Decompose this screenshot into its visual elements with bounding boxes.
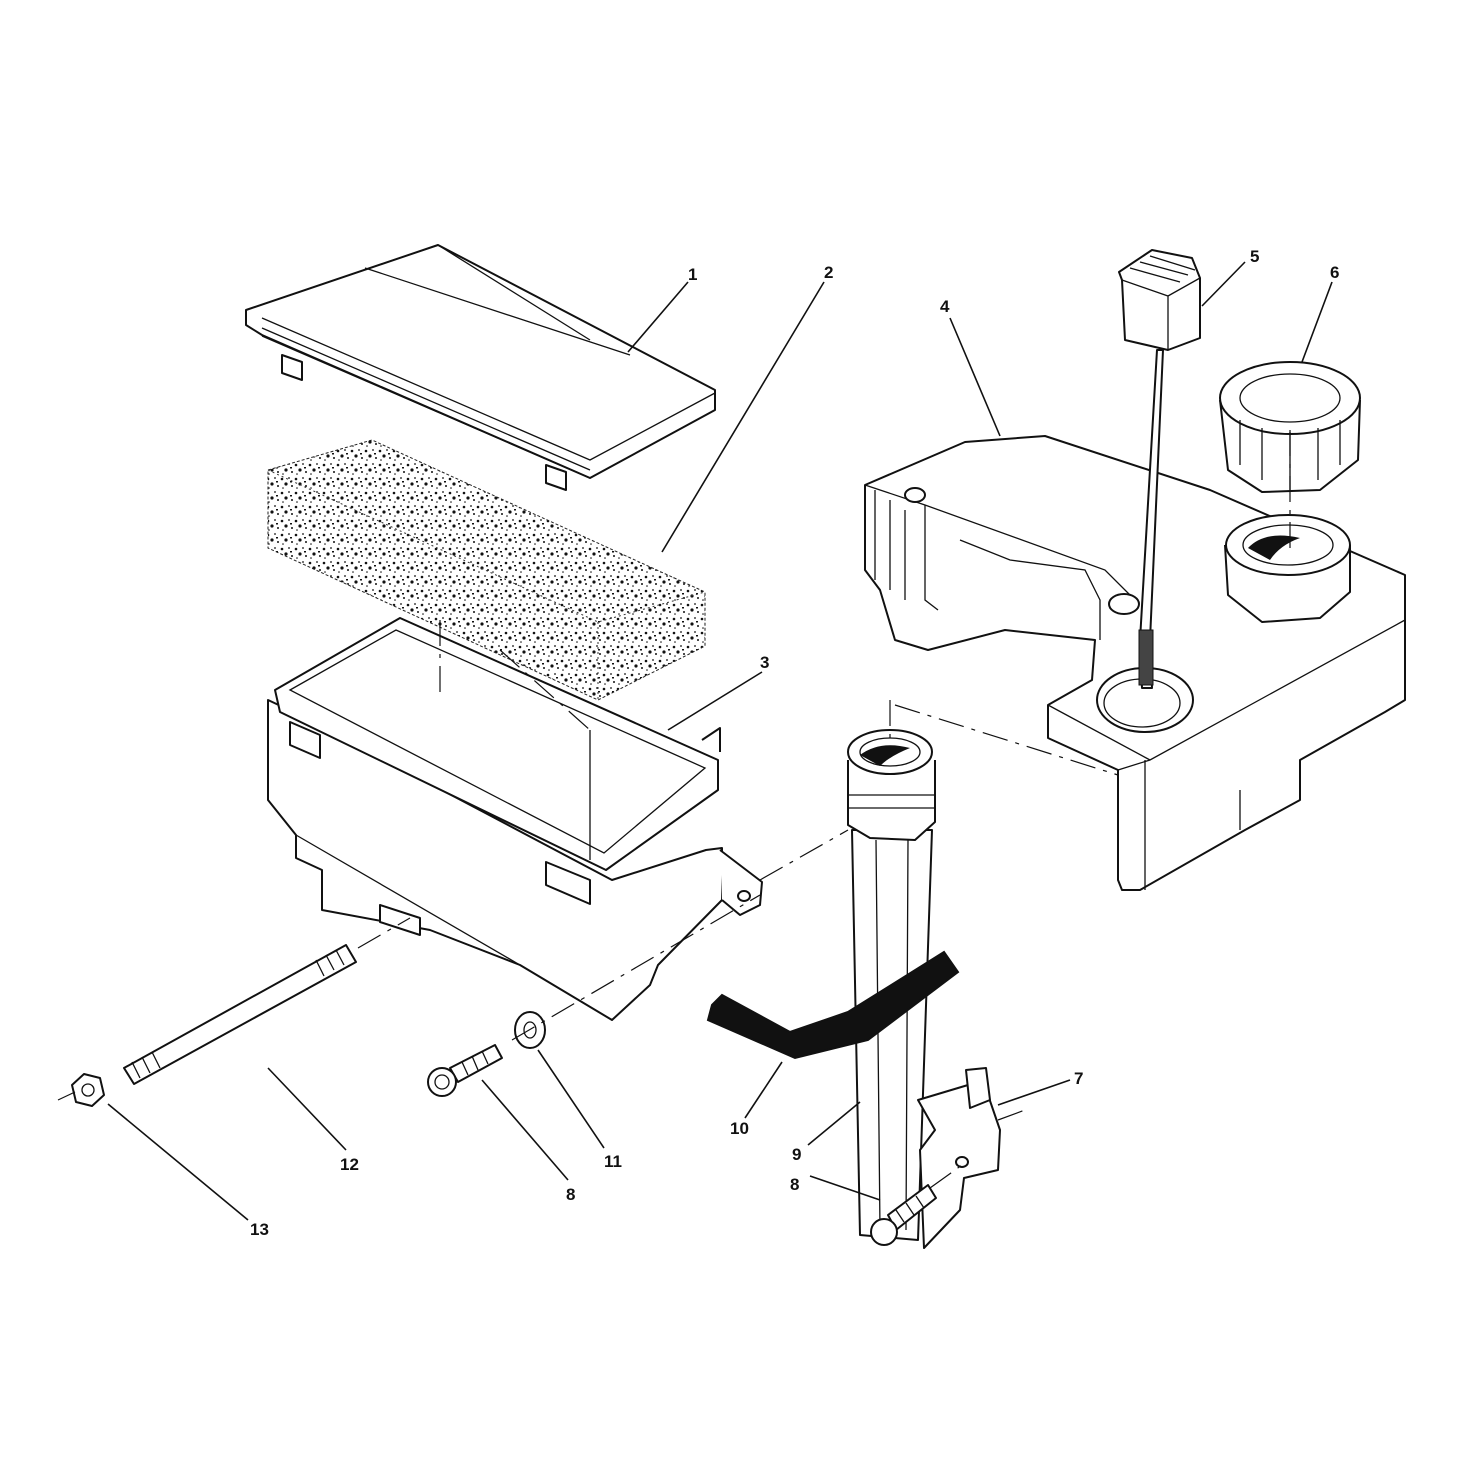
callout-5: 5: [1250, 247, 1259, 266]
callout-8-lower: 8: [790, 1175, 799, 1194]
bolt-left: [427, 1044, 503, 1097]
callout-10: 10: [730, 1119, 749, 1138]
callout-9: 9: [792, 1145, 801, 1164]
callout-12: 12: [340, 1155, 359, 1174]
callout-11: 11: [604, 1152, 622, 1171]
air-cleaner-cover: [245, 244, 716, 491]
threaded-stud: [123, 944, 357, 1085]
hose: [706, 950, 960, 1060]
nut: [71, 1073, 105, 1107]
callout-7: 7: [1074, 1069, 1083, 1088]
callout-3: 3: [760, 653, 769, 672]
callout-6: 6: [1330, 263, 1339, 282]
bolt-lower: [870, 1184, 937, 1246]
leader-lines: [107, 261, 1333, 1221]
foam-element: [267, 439, 706, 701]
callout-2: 2: [824, 263, 833, 282]
fuel-tank: [864, 435, 1406, 891]
fuel-tube: [847, 729, 936, 1241]
tank-filler-neck: [1224, 514, 1351, 623]
fuel-cap: [1219, 361, 1361, 493]
callout-labels: 1 2 3 4 5 6 7 8 9 10 11 8 12 13: [250, 247, 1339, 1239]
callout-8-left: 8: [566, 1185, 575, 1204]
callout-13: 13: [250, 1220, 269, 1239]
callout-1: 1: [688, 265, 697, 284]
dipstick: [1118, 249, 1201, 689]
air-cleaner-base: [267, 617, 763, 1021]
callout-4: 4: [940, 297, 950, 316]
mounting-bracket: [917, 1067, 1001, 1249]
assembly-center-lines: [57, 430, 1291, 1189]
